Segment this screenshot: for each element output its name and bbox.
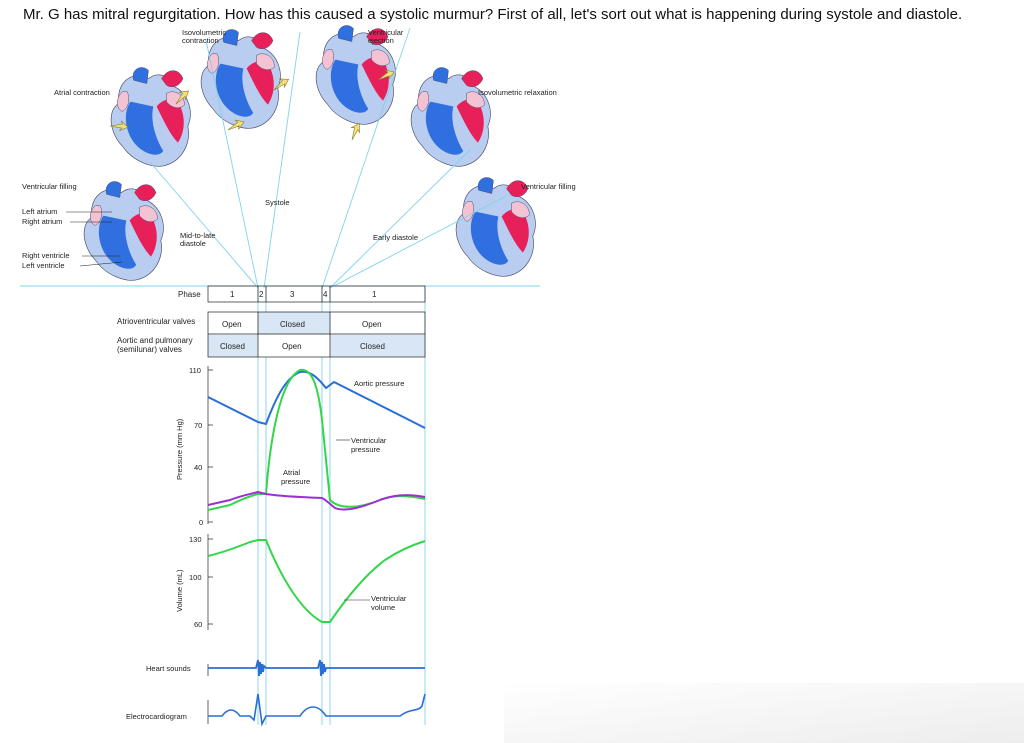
svg-text:Closed: Closed <box>220 342 245 351</box>
phase-4: 4 <box>323 290 328 299</box>
label-systole: Systole <box>265 198 290 207</box>
svg-text:60: 60 <box>194 620 202 629</box>
svg-text:Electrocardiogram: Electrocardiogram <box>126 712 187 721</box>
label-ventricular-filling-left: Ventricular filling <box>22 182 77 191</box>
label-atrial-contraction: Atrial contraction <box>54 88 110 97</box>
heart-ventricular-filling-left <box>83 181 164 281</box>
pressure-panel: Pressure (mm Hg) 110 70 40 0 Aortic pres… <box>175 366 426 527</box>
pressure-axis-title: Pressure (mm Hg) <box>175 418 184 480</box>
svg-text:Right ventricle: Right ventricle <box>22 251 70 260</box>
phase-2: 2 <box>259 290 264 299</box>
question-text: Mr. G has mitral regurgitation. How has … <box>23 6 963 23</box>
svg-text:Closed: Closed <box>360 342 385 351</box>
heart-sounds-trace: Heart sounds <box>146 659 425 677</box>
ventricular-volume-line <box>207 539 426 623</box>
svg-text:Open: Open <box>222 320 242 329</box>
svg-text:Heart sounds: Heart sounds <box>146 664 191 673</box>
svg-text:Aortic pressure: Aortic pressure <box>354 379 404 388</box>
volume-axis-title: Volume (mL) <box>175 569 184 612</box>
svg-text:Phase: Phase <box>178 290 201 299</box>
atrial-pressure-line <box>207 490 426 511</box>
svg-text:Right atrium: Right atrium <box>22 217 62 226</box>
radiating-lines <box>20 27 540 289</box>
ecg-trace: Electrocardiogram <box>126 693 426 727</box>
svg-text:100: 100 <box>189 573 202 582</box>
phase-3: 3 <box>290 290 295 299</box>
phase-guides <box>257 286 426 725</box>
svg-text:40: 40 <box>194 463 202 472</box>
av-valves-label: Atrioventricular valves <box>117 317 195 326</box>
heart-atrial-contraction <box>110 67 191 167</box>
svg-text:130: 130 <box>189 535 202 544</box>
svg-text:Open: Open <box>362 320 382 329</box>
phase-table: Phase 1 2 3 4 1 Atrioventricular valves … <box>117 285 426 358</box>
svg-text:Left ventricle: Left ventricle <box>22 261 65 270</box>
svg-text:Closed: Closed <box>280 320 305 329</box>
svg-text:Left atrium: Left atrium <box>22 207 57 216</box>
heart-ventricular-filling-right <box>455 177 536 277</box>
label-early-diastole: Early diastole <box>373 233 418 242</box>
svg-text:0: 0 <box>199 518 203 527</box>
aortic-pressure-line <box>207 370 426 429</box>
label-ventricular-filling-right: Ventricular filling <box>521 182 576 191</box>
semilunar-label: Aortic and pulmonary(semilunar) valves <box>117 336 193 354</box>
ventricular-pressure-line <box>207 368 426 511</box>
phase-1b: 1 <box>372 290 377 299</box>
phase-1: 1 <box>230 290 235 299</box>
anatomy-labels: Left atrium Right atrium Right ventricle… <box>22 207 123 270</box>
heart-isovolumetric-relaxation <box>410 67 491 167</box>
label-isovolumetric-relaxation: Isovolumetric relaxation <box>478 88 557 97</box>
svg-text:110: 110 <box>189 366 201 375</box>
svg-text:70: 70 <box>194 421 202 430</box>
svg-text:Open: Open <box>282 342 302 351</box>
